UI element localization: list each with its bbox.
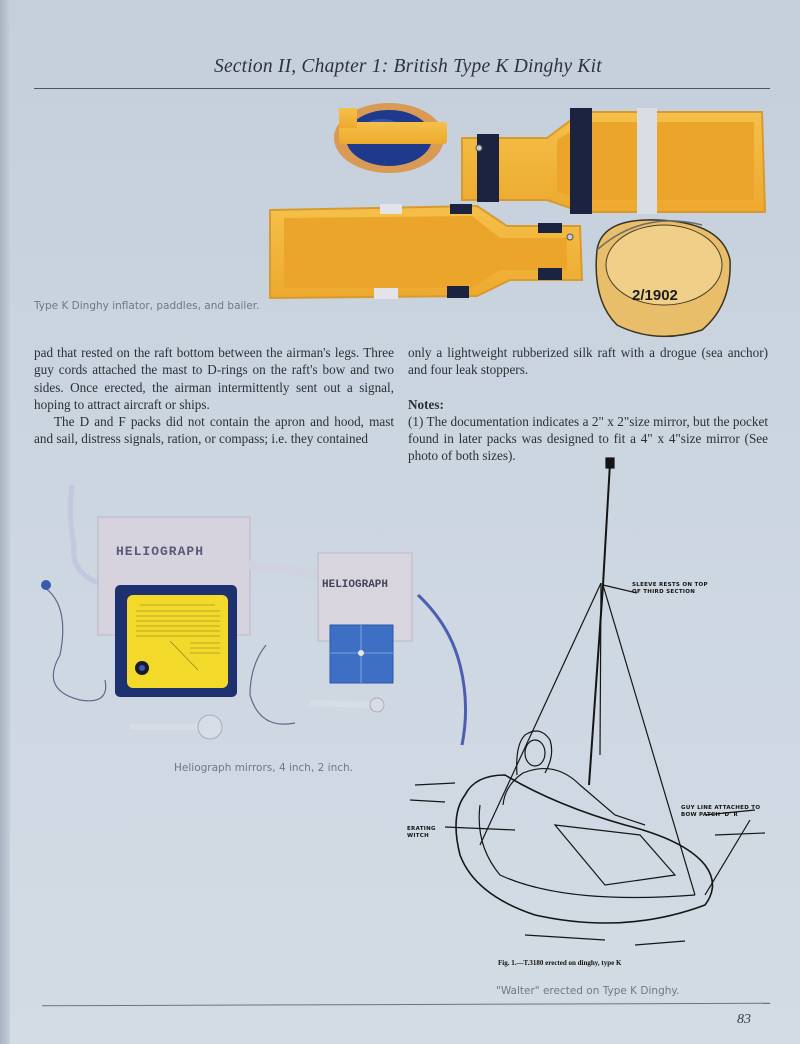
page-number: 83 (737, 1012, 751, 1027)
running-header: Section II, Chapter 1: British Type K Di… (214, 56, 602, 77)
label-sleeve: SLEEVE RESTS ON TOP OF THIRD SECTION (632, 582, 708, 595)
paragraph: pad that rested on the raft bottom betwe… (34, 345, 394, 412)
photo-inflator-paddles-bailer: 2/1902 (269, 103, 767, 338)
paddle-lower-icon (269, 204, 584, 300)
paddle-upper-icon (461, 108, 767, 214)
figure-caption: Fig. 1.—T.3180 erected on dinghy, type K (498, 959, 622, 967)
svg-text:HELIOGRAPH: HELIOGRAPH (322, 579, 388, 591)
notes-heading: Notes: (408, 396, 444, 412)
header-rule (34, 88, 770, 89)
inflator-icon (334, 103, 447, 173)
svg-text:2/1902: 2/1902 (632, 287, 678, 304)
caption-heliograph-mirrors: Heliograph mirrors, 4 inch, 2 inch. (174, 762, 353, 774)
note-item: (1) The documentation indicates a 2" x 2… (408, 413, 768, 464)
paragraph: only a lightweight rubberized silk raft … (408, 345, 768, 378)
paragraph: The D and F packs did not contain the ap… (34, 414, 394, 447)
mirror-4-inch-icon (115, 585, 237, 697)
bailer-icon: 2/1902 (595, 219, 731, 338)
body-right-column: only a lightweight rubberized silk raft … (408, 344, 768, 465)
mirror-2-inch-icon (329, 624, 394, 684)
caption-walter-diagram: "Walter" erected on Type K Dinghy. (496, 985, 680, 997)
label-guy-line: GUY LINE ATTACHED TO BOW PATCH 'D' R (681, 805, 761, 818)
svg-text:HELIOGRAPH: HELIOGRAPH (116, 544, 204, 559)
body-left-column: pad that rested on the raft bottom betwe… (34, 344, 394, 448)
footer-rule (42, 1002, 770, 1007)
diagram-walter-on-dinghy (409, 457, 766, 946)
page-binding-edge (0, 0, 10, 1044)
caption-inflator-paddles-bailer: Type K Dinghy inflator, paddles, and bai… (34, 300, 260, 312)
photo-heliograph-mirrors: HELIOGRAPH HELIOGRAPH (41, 484, 468, 746)
label-operating-switch: ERATING WITCH (407, 826, 436, 839)
